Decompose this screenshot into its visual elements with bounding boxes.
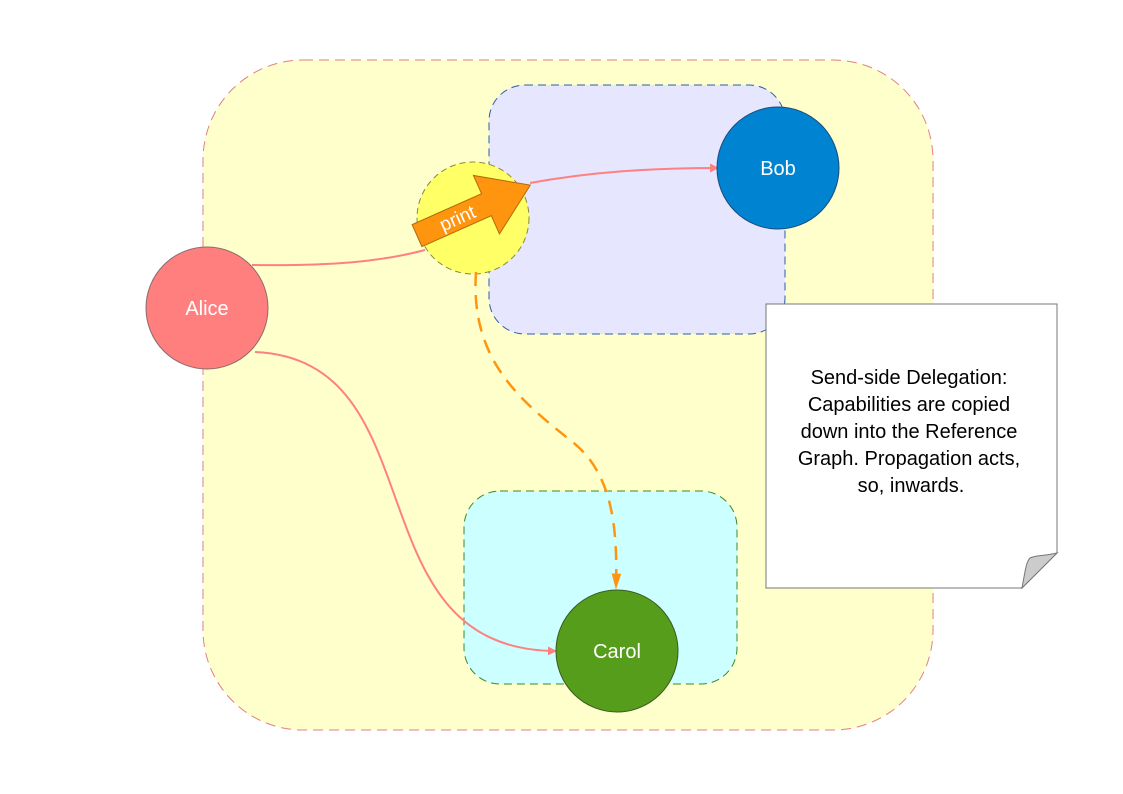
edge-print-to-bob: [529, 163, 719, 184]
note-line: down into the Reference: [801, 421, 1018, 443]
alice-label: Alice: [185, 298, 228, 320]
note-card: Send-side Delegation: Capabilities are c…: [765, 303, 1059, 590]
note-line: Send-side Delegation:: [811, 367, 1008, 389]
bob-label: Bob: [760, 158, 796, 180]
note-text: Send-side Delegation: Capabilities are c…: [798, 367, 1024, 497]
node-carol[interactable]: Carol: [555, 589, 679, 713]
node-alice[interactable]: Alice: [145, 246, 269, 370]
edge-alice-to-carol: [254, 351, 557, 656]
print-capability-arrow: print: [411, 174, 532, 248]
note-line: Graph. Propagation acts,: [798, 448, 1020, 470]
note-folded-corner: [1021, 552, 1059, 590]
carol-label: Carol: [593, 641, 641, 663]
delegation-edge: [474, 271, 622, 590]
node-bob[interactable]: Bob: [716, 106, 840, 230]
edge-alice-to-print: [251, 249, 426, 267]
note-line: Capabilities are copied: [808, 394, 1010, 416]
note-line: so, inwards.: [858, 475, 965, 497]
